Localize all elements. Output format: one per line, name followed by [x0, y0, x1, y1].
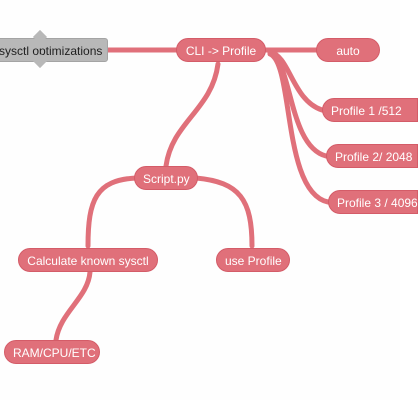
node-use-profile[interactable]: use Profile [216, 248, 290, 272]
node-cli-profile[interactable]: CLI -> Profile [176, 38, 266, 62]
node-calculate[interactable]: Calculate known sysctl [18, 248, 158, 272]
node-profile2[interactable]: Profile 2/ 2048 [326, 144, 418, 168]
node-script-label: Script.py [143, 172, 190, 186]
connector-script-calculate [85, 175, 139, 249]
node-auto[interactable]: auto [316, 38, 380, 62]
node-ram-cpu[interactable]: RAM/CPU/ETC [4, 340, 100, 364]
mindmap-canvas: sysctl optimizations CLI -> Profile auto… [0, 29, 418, 364]
node-auto-label: auto [336, 44, 360, 58]
node-profile1[interactable]: Profile 1 /512 [322, 98, 418, 122]
mindmap-connectors [53, 47, 331, 343]
node-profile2-label: Profile 2/ 2048 [335, 150, 413, 164]
node-script[interactable]: Script.py [134, 166, 198, 190]
connector-script-useprofile [193, 175, 255, 249]
node-profile3-label: Profile 3 / 4096 [337, 196, 418, 210]
node-ram-cpu-label: RAM/CPU/ETC [13, 346, 96, 360]
node-root-label: sysctl optimizations [0, 44, 103, 58]
node-profile1-label: Profile 1 /512 [331, 104, 402, 118]
node-profile3[interactable]: Profile 3 / 4096 [328, 190, 418, 214]
node-calculate-label: Calculate known sysctl [27, 254, 149, 268]
node-cli-profile-label: CLI -> Profile [185, 44, 257, 58]
connector-cli-profile3 [267, 51, 331, 205]
node-use-profile-label: use Profile [225, 254, 282, 268]
connector-cli-script [163, 61, 221, 169]
connector-calculate-ram [53, 269, 93, 343]
node-root[interactable]: sysctl optimizations [0, 38, 108, 62]
